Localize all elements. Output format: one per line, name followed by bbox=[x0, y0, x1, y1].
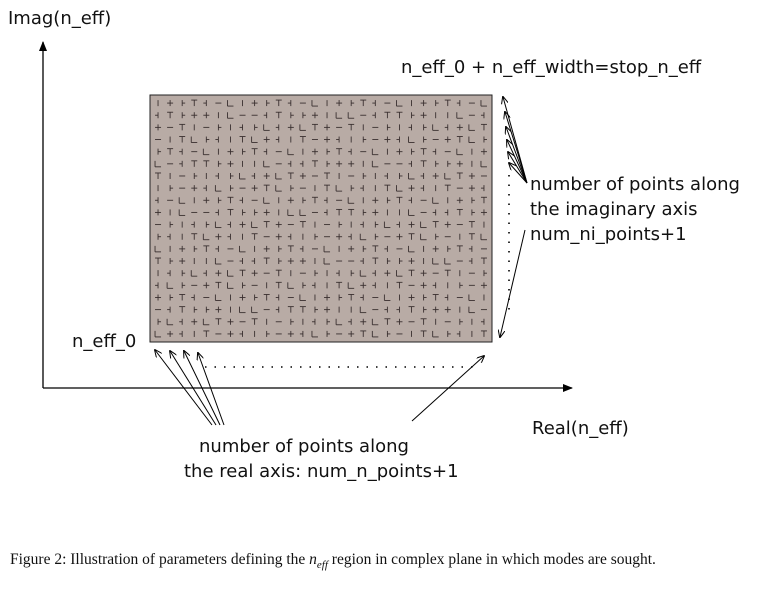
caption-suffix: region in complex plane in which modes a… bbox=[327, 551, 656, 568]
y-axis-label: Imag(n_eff) bbox=[8, 8, 111, 29]
imag-note-line-1: number of points along bbox=[530, 174, 740, 195]
caption-math-n: n bbox=[309, 551, 317, 568]
caption-math-sub: eff bbox=[316, 559, 328, 572]
real-note-line-1: number of points along bbox=[199, 436, 409, 457]
real-note-arrows bbox=[155, 350, 484, 426]
imag-note-line-2: the imaginary axis bbox=[530, 199, 698, 220]
grid-point-marks bbox=[154, 99, 487, 338]
caption-prefix: Figure 2: Illustration of parameters def… bbox=[10, 551, 310, 568]
imag-note-line-3: num_ni_points+1 bbox=[530, 224, 687, 245]
complex-plane-diagram: Imag(n_eff) Real(n_eff) n_eff_0 + n_eff_… bbox=[8, 8, 740, 482]
figure-caption: Figure 2: Illustration of parameters def… bbox=[10, 549, 772, 576]
x-axis-label: Real(n_eff) bbox=[532, 418, 629, 439]
real-note-line-2: the real axis: num_n_points+1 bbox=[184, 461, 459, 482]
stop-n-eff-label: n_eff_0 + n_eff_width=stop_n_eff bbox=[401, 57, 702, 78]
n-eff-region bbox=[149, 94, 493, 343]
imag-note-arrows bbox=[500, 97, 528, 337]
n-eff-0-label: n_eff_0 bbox=[72, 331, 136, 352]
